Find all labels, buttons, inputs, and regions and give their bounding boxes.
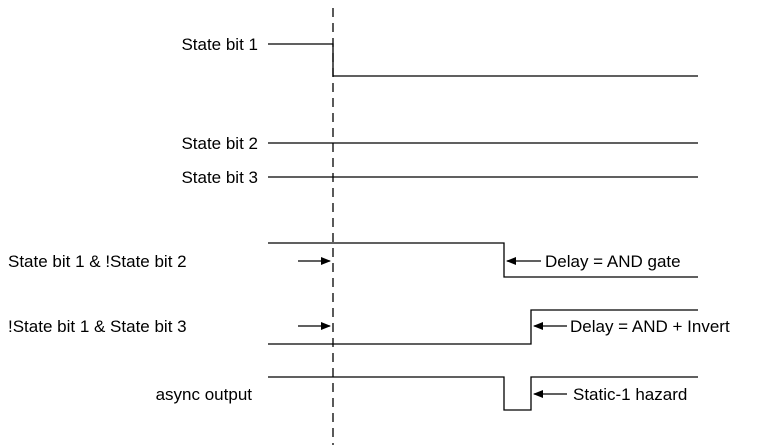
label-state-bit-1: State bit 1 bbox=[181, 35, 258, 54]
label-state-bit-3: State bit 3 bbox=[181, 168, 258, 187]
annotation-static-hazard: Static-1 hazard bbox=[573, 385, 687, 404]
label-state-bit-2: State bit 2 bbox=[181, 134, 258, 153]
label-async-output: async output bbox=[156, 385, 253, 404]
waveform-state-bit-1 bbox=[268, 43, 698, 77]
waveform-not-s1-and-s3 bbox=[268, 309, 698, 345]
annotation-delay-and-invert: Delay = AND + Invert bbox=[570, 317, 730, 336]
waveform-s1-and-not-s2 bbox=[268, 242, 698, 278]
annotation-delay-and: Delay = AND gate bbox=[545, 252, 681, 271]
label-not-s1-and-s3: !State bit 1 & State bit 3 bbox=[8, 317, 187, 336]
waveform-async-output bbox=[268, 376, 698, 411]
label-s1-and-not-s2: State bit 1 & !State bit 2 bbox=[8, 252, 187, 271]
